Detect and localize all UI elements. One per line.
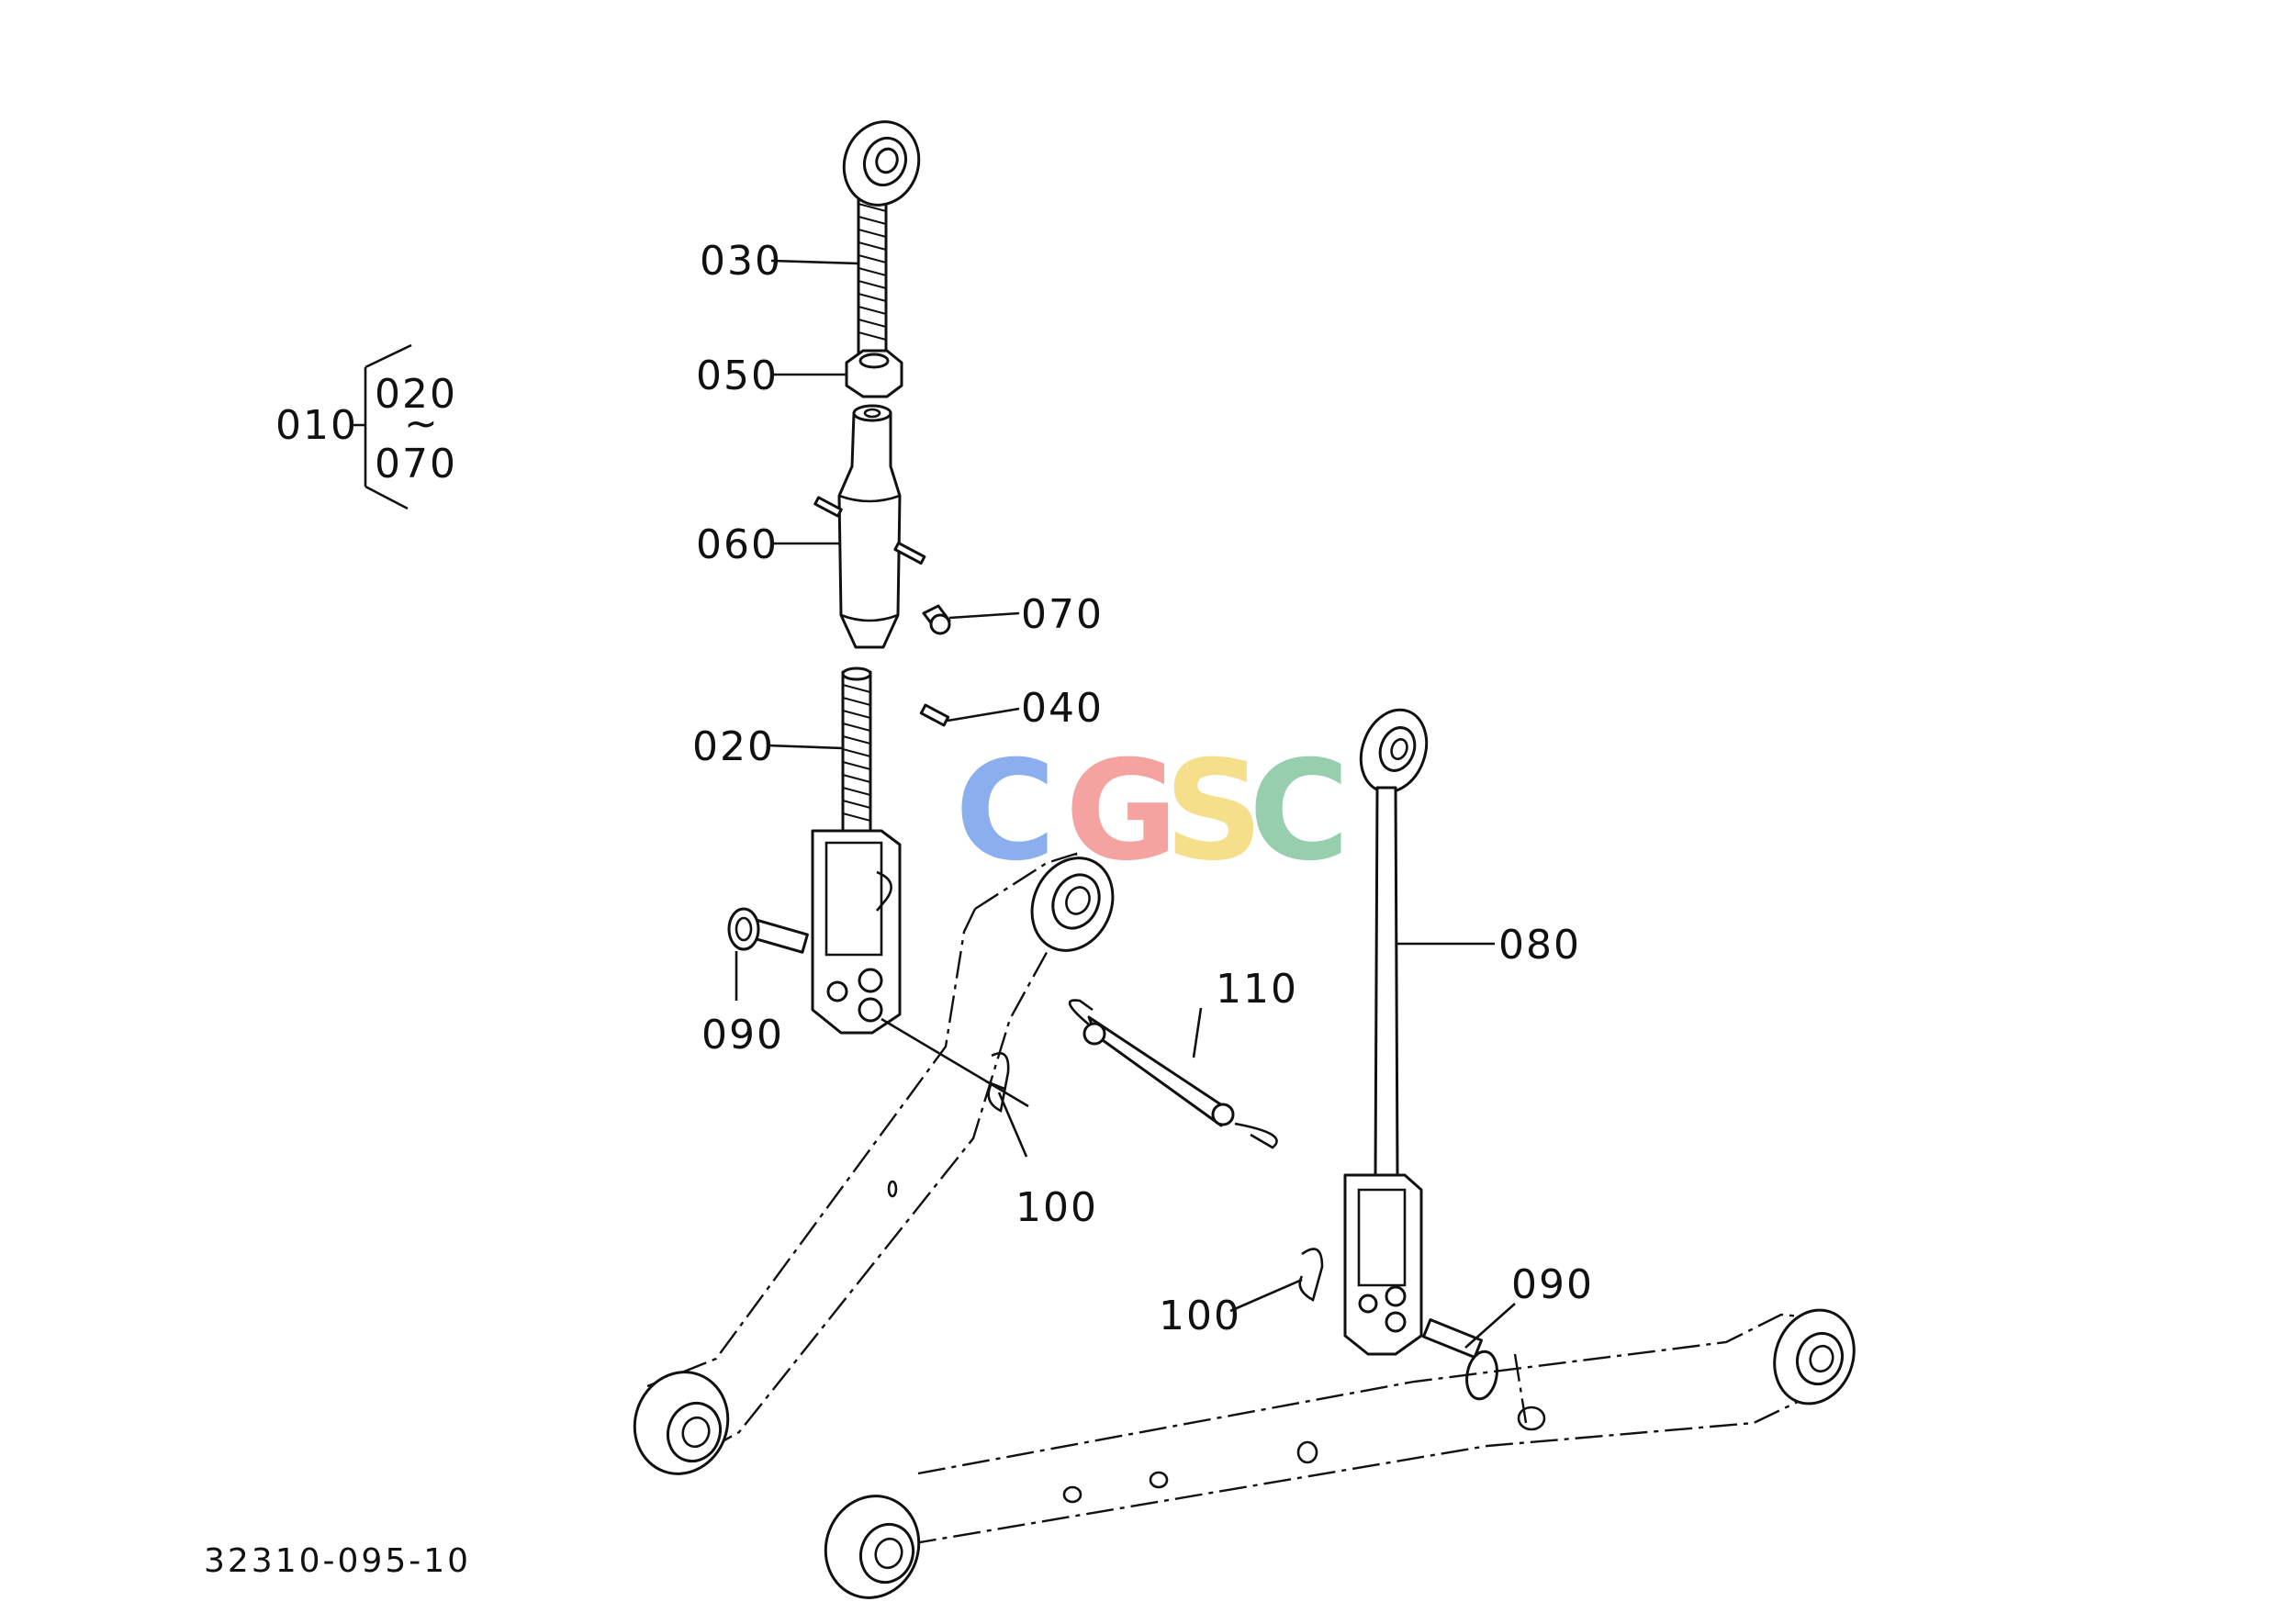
callout-090-left: 090 [701,1012,784,1058]
fork-end-020 [811,666,902,1035]
group-last-label: 070 [375,441,457,487]
lower-link-right [824,1308,1856,1599]
callout-labels: 030 050 060 070 040 020 090 100 110 080 … [692,238,1594,1339]
group-parent-label: 010 [275,402,358,449]
callout-040: 040 [1021,685,1104,732]
callout-020: 020 [692,723,775,770]
stabilizer-link-110 [1068,999,1278,1149]
pin-090-left [727,907,809,954]
lift-rod-080 [1343,708,1429,1356]
lower-link-left [633,852,1115,1475]
lock-nut-050 [845,349,903,398]
group-range-mark: ~ [404,400,440,447]
callout-110: 110 [1216,966,1298,1013]
top-link-assembly [811,120,951,1035]
linch-pin-100-right [1298,1248,1324,1302]
callout-060: 060 [696,521,779,568]
watermark: C G S C [955,732,1350,891]
callout-050: 050 [696,353,779,399]
callout-070: 070 [1021,591,1104,638]
watermark-letter-c1: C [955,732,1056,891]
grease-nipple-070 [922,604,951,635]
callout-080: 080 [1498,922,1581,969]
turnbuckle-060 [813,404,926,649]
group-bracket [353,343,412,510]
drawing-number: 32310-095-10 [204,1542,471,1580]
watermark-letter-c2: C [1249,732,1350,891]
rod-end-030 [842,120,921,355]
spring-pin-040 [919,703,950,727]
callout-100-left: 100 [1015,1184,1098,1231]
group-first-label: 020 [375,371,457,418]
callout-100-right: 100 [1159,1293,1241,1339]
leader-lines [735,259,1516,1349]
callout-090-right: 090 [1511,1261,1594,1308]
watermark-letter-s: S [1164,732,1263,891]
callout-030: 030 [700,238,782,285]
pin-090-right [1421,1317,1498,1401]
assembly-group-label: 010 020 ~ 070 [275,343,457,510]
